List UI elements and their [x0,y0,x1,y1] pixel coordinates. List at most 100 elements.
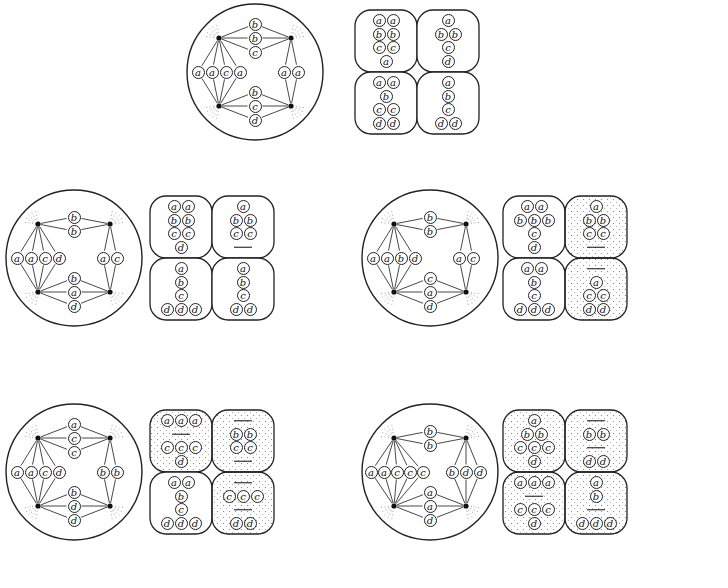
aster-ray [112,296,117,305]
chromosome-letter: c [407,467,413,478]
chromosome-letter: c [178,442,184,453]
spindle-line [455,479,465,503]
spindle-line [82,292,108,293]
aster-ray [35,423,37,433]
chromosome-circle: d [460,466,473,479]
aster-ray [383,428,390,435]
spindle-line [105,441,110,465]
chromosome-circle: b [435,28,448,41]
chromosome-letter: a [178,415,184,426]
blastomere-outline [565,472,627,534]
chromosome-letter: c [71,447,77,458]
centrosome-dot [288,103,293,108]
chromosome-letter: a [445,77,451,88]
chromosome-letter: d [192,518,198,529]
chromosome-letter: d [600,456,606,467]
chromosome-letter: d [586,304,592,315]
chromosome-circle: d [442,55,455,68]
aster-ray [115,294,124,298]
chromosome-letter: b [427,212,433,223]
chromosome-letter: b [427,226,433,237]
chromosome-circle: a [25,466,38,479]
aster-ray [467,209,469,219]
chromosome-circle: a [380,55,393,68]
chromosome-circle: d [387,117,400,130]
centrosome-dot [391,503,396,508]
chromosome-letter: b [171,215,177,226]
aster-ray [383,214,390,221]
chromosome-letter: c [254,491,260,502]
spindle-line [466,441,467,465]
chromosome-letter: b [531,277,537,288]
centrosome-dot [391,221,396,226]
aster-ray [295,109,302,116]
chromosome-letter: b [449,467,455,478]
blastomere-outline [503,472,565,534]
spindle-line [389,227,394,251]
spindle-line [389,265,394,289]
chromosome-circle: b [244,214,257,227]
chromosome-circle: c [583,289,596,302]
chromosome-circle: d [590,517,603,530]
chromosome-circle: b [442,90,455,103]
chromosome-letter: c [445,104,451,115]
chromosome-letter: d [164,518,170,529]
aster-ray [23,222,33,223]
chromosome-circle: c [514,503,527,516]
chromosome-letter: d [192,304,198,315]
chromosome-letter: a [164,415,170,426]
chromosome-letter: a [384,253,390,264]
chromosome-circle: d [68,514,81,527]
spindle-line [41,427,67,437]
centrosome-dot [107,435,112,440]
spindle-line [81,281,107,291]
chromosome-circle: c [244,227,257,240]
chromosome-letter: d [531,242,537,253]
aster-ray [24,294,33,298]
blastomere-outline [417,10,479,72]
chromosome-letter: c [586,228,592,239]
aster-ray [111,423,113,433]
chromosome-letter: a [531,477,537,488]
spindle-line [111,227,116,251]
chromosome-circle: c [528,289,541,302]
chromosome-letter: c [223,67,229,78]
chromosome-circle: c [528,503,541,516]
chromosome-letter: a [427,501,433,512]
spindle-line [40,227,55,252]
spindle-line [461,227,466,251]
chromosome-letter: c [252,101,258,112]
missing-chromosome-dash [587,268,605,269]
chromosome-letter: d [531,304,537,315]
chromosome-circle: c [597,289,610,302]
chromosome-circle: a [234,66,247,79]
chromosome-circle: c [442,41,455,54]
spindle-line [262,27,288,37]
chromosome-letter: b [586,429,592,440]
aster-ray [380,508,389,512]
aster-ray [35,209,37,219]
aster-ray [296,107,306,108]
aster-ray [379,507,389,508]
chromosome-letter: d [586,456,592,467]
missing-chromosome-dash [587,509,605,510]
aster-ray [391,423,393,433]
chromosome-letter: d [233,518,239,529]
spindle-line [105,265,110,289]
chromosome-letter: a [593,277,599,288]
chromosome-circle: d [189,517,202,530]
centrosome-dot [216,103,221,108]
egg-outline [187,4,323,140]
chromosome-circle: b [597,428,610,441]
spindle-line [81,439,107,449]
chromosome-circle: a [206,66,219,79]
aster-ray [115,436,125,437]
spindle-line [397,218,423,223]
chromosome-letter: a [517,477,523,488]
chromosome-letter: a [28,467,34,478]
chromosome-letter: c [114,253,120,264]
chromosome-circle: c [68,446,81,459]
chromosome-letter: b [531,215,537,226]
spindle-line [81,495,107,505]
spindle-line [467,227,472,251]
